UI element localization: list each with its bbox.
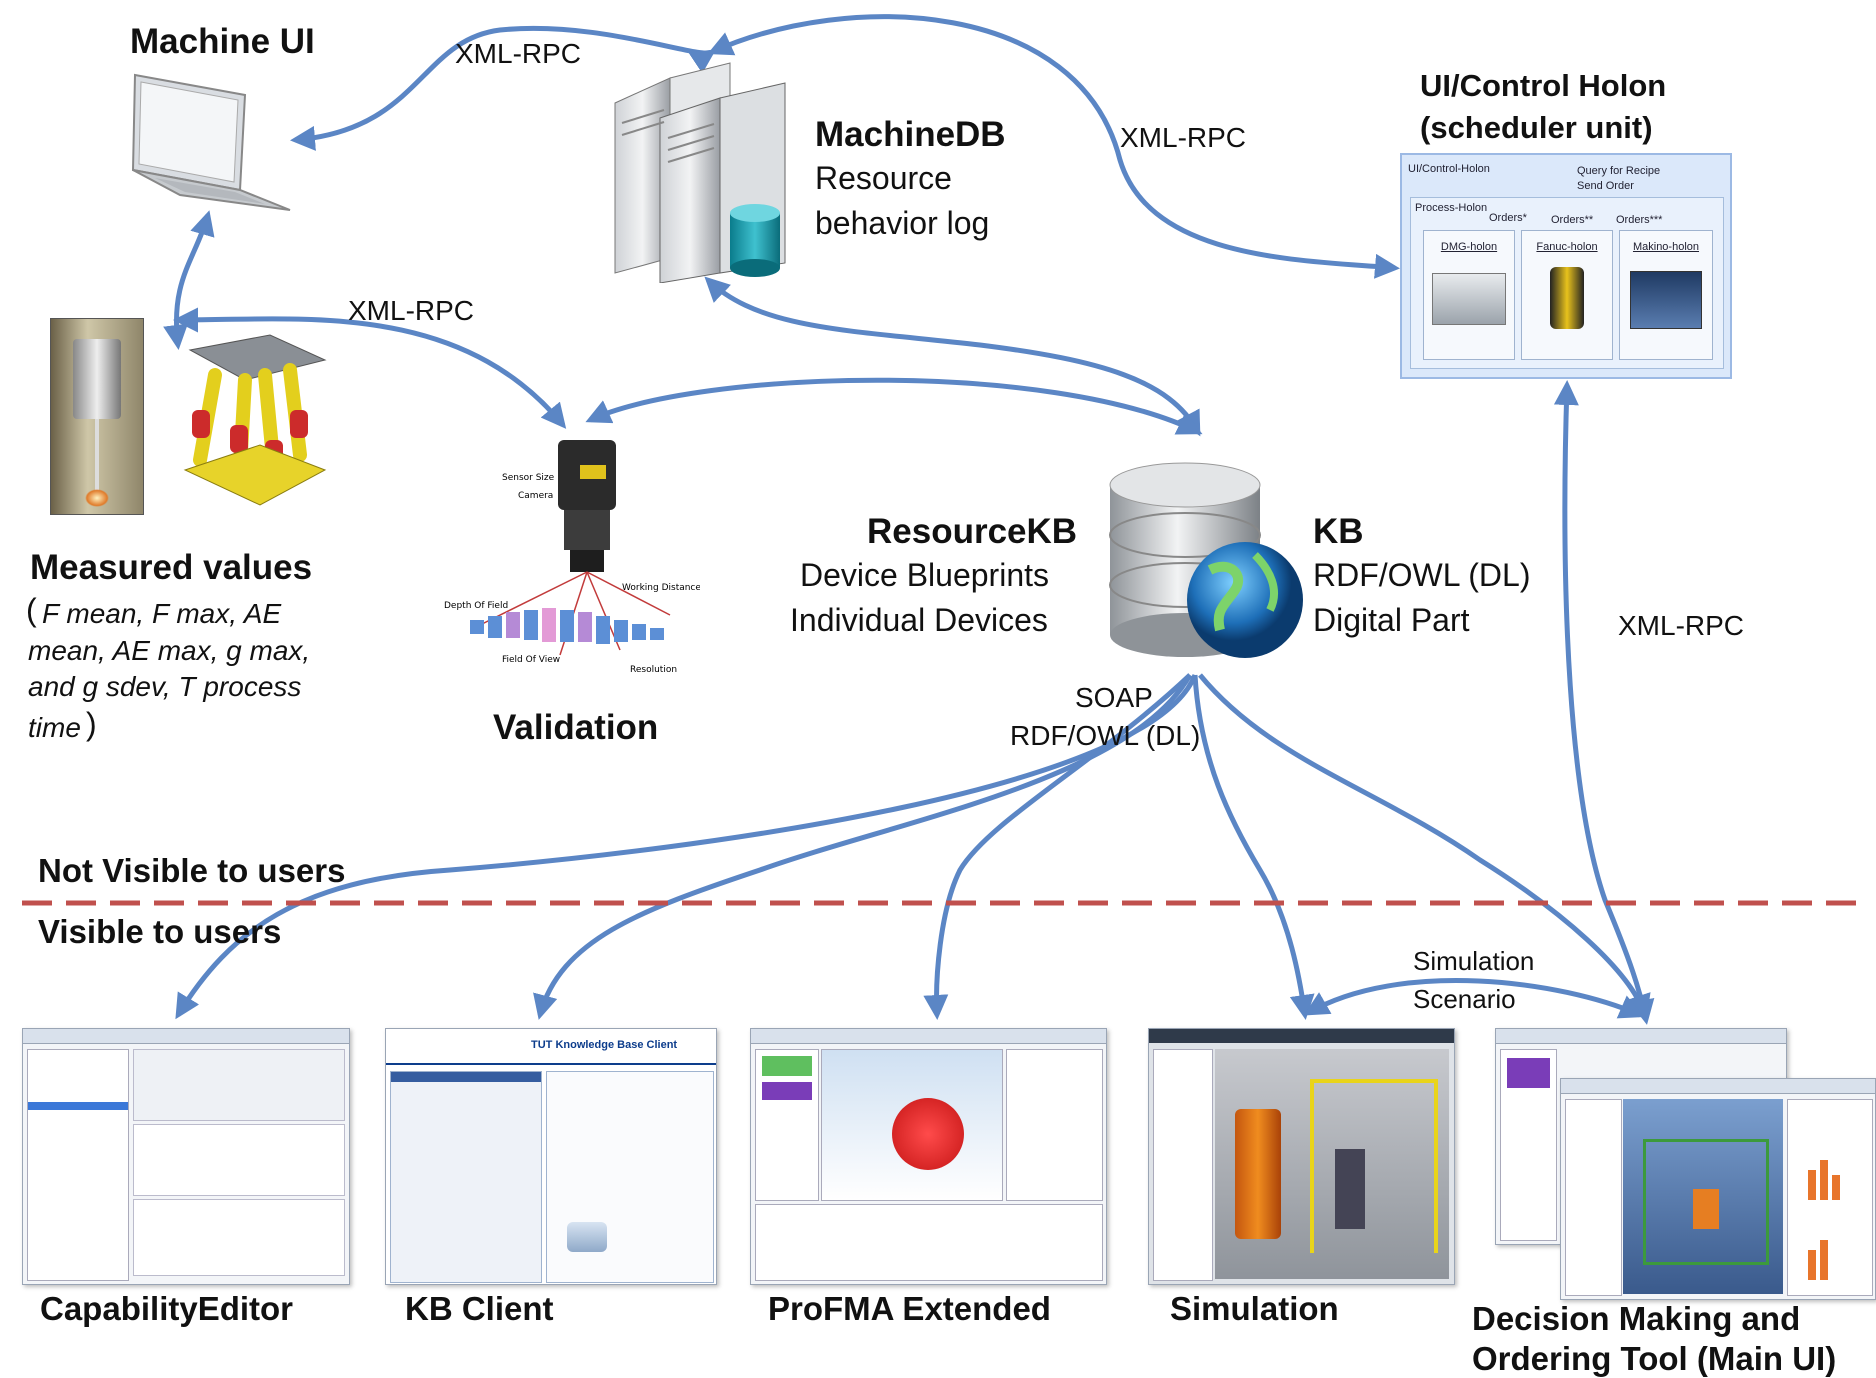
resourcekb-line1: Device Blueprints bbox=[800, 557, 1049, 593]
kb-client-screenshot: TUT Knowledge Base Client bbox=[385, 1028, 717, 1285]
arrow-machineui-machinedb bbox=[290, 25, 717, 151]
makino-machine-image bbox=[1630, 271, 1702, 329]
arrow-kb-profma bbox=[923, 673, 1192, 1020]
measured-line1: F mean, F max, AE bbox=[42, 598, 282, 629]
arrow-validation-kb bbox=[585, 377, 1203, 435]
arrow-kb-simulation bbox=[1192, 674, 1315, 1020]
holon-send: Send Order bbox=[1577, 180, 1634, 192]
arrow-kb-decision bbox=[1198, 673, 1651, 1020]
machinedb-line1: Resource bbox=[815, 160, 952, 196]
tool-decision-line2: Ordering Tool (Main UI) bbox=[1472, 1340, 1837, 1377]
measured-line3: and g sdev, T process bbox=[28, 671, 302, 702]
kb-title: KB bbox=[1313, 512, 1364, 551]
arrow-kb-capability bbox=[175, 674, 1198, 1020]
arrow-holon-decision bbox=[1553, 380, 1655, 1025]
fanuc-holon: Fanuc-holon bbox=[1521, 230, 1613, 360]
machine-ui-title: Machine UI bbox=[130, 22, 315, 61]
camera-validation-icon: Sensor Size Camera Working Distance Dept… bbox=[444, 440, 700, 675]
field-of-view-label: Field Of View bbox=[502, 655, 560, 665]
holon-diagram: UI/Control-Holon Query for Recipe Send O… bbox=[1400, 153, 1732, 379]
soap-rdf-label: RDF/OWL (DL) bbox=[1010, 720, 1201, 751]
holon-header: UI/Control-Holon bbox=[1408, 163, 1490, 175]
orders-3: Orders*** bbox=[1616, 214, 1663, 226]
xmlrpc-label-right: XML-RPC bbox=[1618, 610, 1745, 641]
depth-of-field-label: Depth Of Field bbox=[444, 601, 508, 611]
xmlrpc-label-top-right: XML-RPC bbox=[1120, 122, 1247, 153]
tool-decision-line1: Decision Making and bbox=[1472, 1300, 1801, 1337]
working-distance-label: Working Distance bbox=[622, 583, 700, 593]
machinedb-title: MachineDB bbox=[815, 115, 1006, 154]
process-holon-label: Process-Holon bbox=[1415, 202, 1488, 214]
resolution-label: Resolution bbox=[630, 665, 677, 675]
process-holon-box: Process-Holon Orders* Orders** Orders***… bbox=[1410, 197, 1724, 369]
xmlrpc-label-top-left: XML-RPC bbox=[455, 38, 582, 69]
camera-label: Camera bbox=[518, 491, 553, 501]
simulation-screenshot bbox=[1148, 1028, 1455, 1285]
measured-line4: time bbox=[28, 712, 81, 743]
tool-kbclient-label: KB Client bbox=[405, 1290, 554, 1327]
sim-scenario-line2: Scenario bbox=[1413, 984, 1516, 1014]
arrow-machinedb-kb bbox=[704, 276, 1201, 437]
laptop-icon bbox=[131, 73, 291, 211]
tool-profma-label: ProFMA Extended bbox=[768, 1290, 1051, 1327]
soap-label: SOAP bbox=[1075, 682, 1153, 713]
capability-editor-screenshot bbox=[22, 1028, 350, 1285]
holon-title-line1: UI/Control Holon bbox=[1420, 68, 1667, 103]
dmg-holon-label: DMG-holon bbox=[1440, 241, 1498, 253]
server-icon bbox=[614, 62, 786, 283]
resourcekb-line2: Individual Devices bbox=[790, 602, 1048, 638]
arrow-kb-kbclient bbox=[533, 673, 1193, 1020]
holon-title-line2: (scheduler unit) bbox=[1420, 110, 1653, 145]
measured-values-title: Measured values bbox=[30, 548, 313, 587]
fanuc-holon-label: Fanuc-holon bbox=[1536, 241, 1598, 253]
decision-screenshot-front bbox=[1560, 1078, 1876, 1300]
dmg-holon: DMG-holon bbox=[1423, 230, 1515, 360]
sim-scenario-line1: Simulation bbox=[1413, 946, 1535, 976]
makino-holon: Makino-holon bbox=[1619, 230, 1713, 360]
kb-line2: Digital Part bbox=[1313, 602, 1470, 638]
tool-capability-label: CapabilityEditor bbox=[40, 1290, 294, 1327]
database-globe-icon bbox=[1109, 462, 1303, 658]
arrow-simulation-decision bbox=[1303, 978, 1645, 1019]
fanuc-robot-image bbox=[1550, 267, 1584, 329]
measured-line2: mean, AE max, g max, bbox=[28, 635, 311, 666]
holon-query: Query for Recipe bbox=[1577, 165, 1661, 177]
dmg-machine-image bbox=[1432, 273, 1506, 325]
visible-label: Visible to users bbox=[38, 913, 282, 950]
arrow-measured-validation bbox=[173, 307, 567, 429]
hexapod-icon bbox=[183, 334, 327, 506]
arrow-machineui-measured bbox=[163, 210, 215, 350]
sensor-size-label: Sensor Size bbox=[502, 473, 555, 483]
orders-1: Orders* bbox=[1489, 212, 1527, 224]
orders-2: Orders** bbox=[1551, 214, 1594, 226]
xmlrpc-label-mid: XML-RPC bbox=[348, 295, 475, 326]
machinedb-line2: behavior log bbox=[815, 205, 990, 241]
measured-close-paren: ) bbox=[86, 706, 97, 742]
arrow-machinedb-holon bbox=[707, 14, 1400, 279]
validation-title: Validation bbox=[493, 708, 659, 747]
tool-simulation-label: Simulation bbox=[1170, 1290, 1339, 1327]
not-visible-label: Not Visible to users bbox=[38, 852, 346, 889]
resourcekb-title: ResourceKB bbox=[867, 512, 1078, 551]
kb-client-title: TUT Knowledge Base Client bbox=[531, 1039, 678, 1051]
measured-open-paren: ( bbox=[26, 592, 37, 628]
makino-holon-label: Makino-holon bbox=[1632, 241, 1700, 253]
machine-photo bbox=[50, 318, 144, 515]
profma-screenshot bbox=[750, 1028, 1107, 1285]
kb-line1: RDF/OWL (DL) bbox=[1313, 557, 1531, 593]
